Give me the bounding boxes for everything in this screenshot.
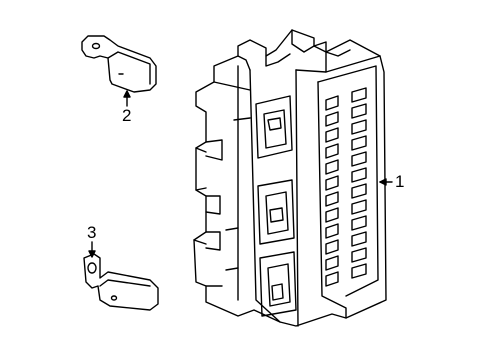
fuse-slots (325, 87, 367, 287)
fuse-slot (351, 263, 367, 279)
callout-2-label: 2 (122, 106, 132, 125)
callout-3-label: 3 (87, 223, 97, 242)
callout-leaders (88, 90, 393, 258)
fuse-slot (325, 191, 339, 207)
fuse-slot (351, 183, 367, 199)
fuse-slot (325, 95, 339, 111)
fuse-slot (325, 239, 339, 255)
fuse-slot (351, 103, 367, 119)
fuse-slot (351, 87, 367, 103)
lower-bracket (83, 253, 159, 311)
fuse-relay-box (193, 29, 387, 327)
fuse-slot (325, 143, 339, 159)
fuse-slot (351, 199, 367, 215)
fuse-slot (325, 223, 339, 239)
fuse-slot (351, 247, 367, 263)
fuse-slot (325, 111, 339, 127)
fuse-slot (351, 167, 367, 183)
fuse-slot (351, 231, 367, 247)
arrow-2 (123, 90, 131, 98)
fuse-slot (351, 135, 367, 151)
fuse-slot (325, 175, 339, 191)
fuse-slot (325, 159, 339, 175)
callout-1-label: 1 (395, 172, 405, 191)
upper-bracket (81, 35, 157, 93)
fuse-slot (325, 127, 339, 143)
fuse-slot (351, 215, 367, 231)
arrow-1 (379, 178, 387, 186)
fuse-slot (351, 151, 367, 167)
fuse-slot (351, 119, 367, 135)
fuse-slot (325, 207, 339, 223)
arrow-3 (88, 250, 96, 258)
fuse-slot (325, 255, 339, 271)
fuse-slot (325, 271, 339, 287)
